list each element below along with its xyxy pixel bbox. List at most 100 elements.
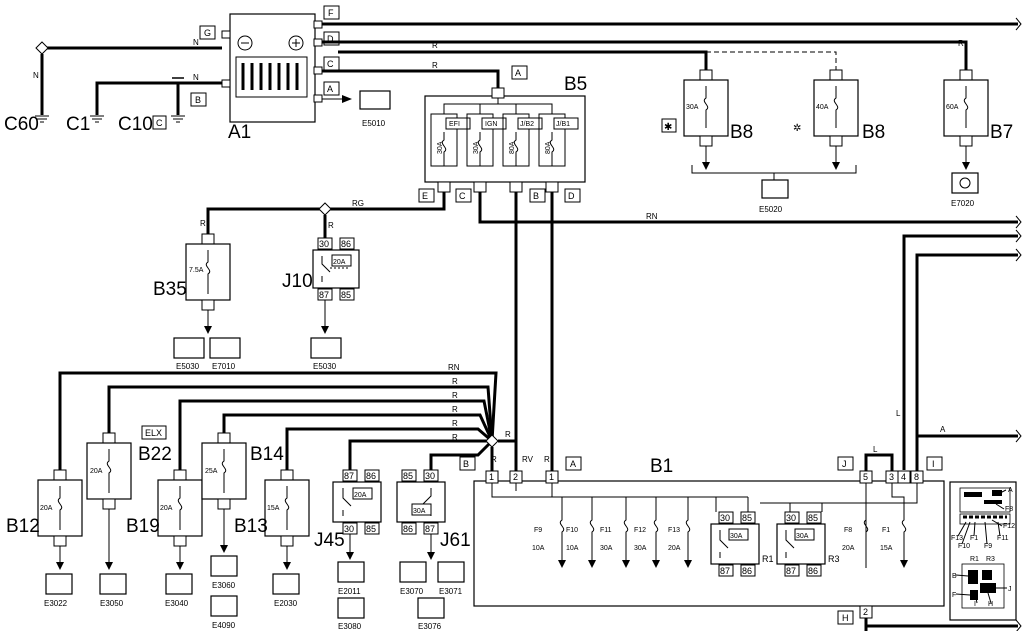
- wire-label-r-b1c: R: [544, 455, 550, 464]
- top-wires: R R R A E5010: [322, 22, 1018, 128]
- fuse-box-locator-inset: A F8 F12 F13 F1 F9 F11 F10 R1 R3 B J F I…: [949, 481, 1017, 621]
- label-b12: B12: [6, 516, 40, 537]
- ground-wiring: N N N C60 C1 C10 C: [4, 38, 222, 135]
- wire-label-rv: RV: [522, 455, 534, 464]
- relay-j45: 87 86 20A 30 85 J45 E2011 E3080: [314, 469, 382, 631]
- f10-rating: 10A: [566, 545, 579, 552]
- fuse-rating-b8-ac: 40A: [816, 104, 829, 111]
- a1-pin-c: C: [327, 59, 334, 69]
- b5-rating-jb1: 80A: [545, 141, 552, 154]
- wire-label-r2: R: [452, 391, 458, 400]
- code-e5030a: E5030: [176, 362, 200, 371]
- svg-text:✲: ✲: [793, 123, 801, 134]
- wire-label-rn-top: RN: [646, 212, 658, 221]
- left-harness-wires: RN R R R R R R: [58, 363, 516, 471]
- loc-f11: F11: [997, 535, 1009, 542]
- b1-fuse-f9: F9 10A: [532, 510, 566, 568]
- loc-b: B: [952, 573, 957, 580]
- label-c1: C1: [66, 114, 90, 135]
- label-c10: C10: [118, 114, 153, 135]
- j10-rating: 20A: [333, 259, 346, 266]
- code-e7010: E7010: [212, 362, 236, 371]
- f11-rating: 30A: [600, 545, 613, 552]
- r1-id: R1: [762, 554, 774, 564]
- wire-label-l2: L: [896, 409, 901, 418]
- fuse-b22: 20A ELX B22 E3050: [86, 425, 172, 608]
- f13-rating: 20A: [668, 545, 681, 552]
- b1-top-pin-1b: 1: [549, 472, 554, 482]
- loc-a: A: [1008, 487, 1013, 494]
- b1-top-pin-4: 4: [901, 472, 906, 482]
- wire-label-r-b35: R: [200, 219, 206, 228]
- b1-pin-a: A: [570, 459, 576, 469]
- code-e7020: E7020: [951, 199, 975, 208]
- wire-label-a: A: [940, 425, 946, 434]
- b5-fuse-jb1: J/B1 80A: [538, 113, 579, 167]
- j10-pin-85: 85: [341, 290, 351, 300]
- r1-pin-87: 87: [720, 566, 730, 576]
- label-b8-fan: B8: [730, 122, 753, 143]
- a1-pin-f: F: [328, 8, 334, 18]
- wire-label-r-b1b: R: [491, 455, 497, 464]
- code-e5020: E5020: [759, 205, 783, 214]
- c10-pin-c: C: [156, 118, 163, 128]
- code-e3060: E3060: [212, 581, 236, 590]
- fuse-b14: 25A B14 E3060 E4090: [201, 432, 284, 630]
- fuse-rating-b35: 7.5A: [189, 267, 204, 274]
- loc-f: F: [952, 592, 956, 599]
- fuse-rating-b14: 25A: [205, 468, 218, 475]
- label-j61: J61: [440, 530, 471, 551]
- a1-pin-g: G: [204, 28, 211, 38]
- code-e4090: E4090: [212, 621, 236, 630]
- b1-fuse-f8: F8 20A: [842, 510, 869, 568]
- r3-pin-85: 85: [808, 513, 818, 523]
- wire-label-rn-left: RN: [448, 363, 460, 372]
- label-b19: B19: [126, 516, 160, 537]
- b1-fuse-f11: F11 30A: [600, 510, 630, 568]
- f11-id: F11: [600, 527, 612, 534]
- b1-relay-r3: 30 85 30A 87 86 R3: [776, 511, 840, 577]
- battery-a1: A1: [228, 13, 316, 143]
- j61-pin-30: 30: [425, 471, 435, 481]
- b1-pin-b: B: [463, 459, 469, 469]
- wire-label-r5: R: [452, 433, 458, 442]
- wire-label-n1: N: [33, 71, 39, 80]
- b1-bottom-pin-2: 2: [863, 607, 868, 617]
- code-e2030: E2030: [274, 599, 298, 608]
- r3-pin-87: 87: [786, 566, 796, 576]
- wire-label-r4: R: [452, 419, 458, 428]
- b1-fuse-f13: F13 20A: [668, 510, 692, 568]
- code-e3080: E3080: [338, 622, 362, 631]
- label-b5: B5: [564, 74, 587, 95]
- code-e3040: E3040: [165, 599, 189, 608]
- b1-top-pin-1a: 1: [489, 472, 494, 482]
- j61-pin-87: 87: [425, 524, 435, 534]
- b5-outgoing-wires: RG R R RN: [200, 192, 1018, 471]
- b5-pin-c: C: [459, 191, 466, 201]
- j61-pin-85: 85: [403, 471, 413, 481]
- wire-label-n3: N: [193, 73, 199, 82]
- r3-pin-30: 30: [786, 513, 796, 523]
- wire-label-n2: N: [193, 38, 199, 47]
- b1-top-pin-5: 5: [863, 472, 868, 482]
- r1-pin-85: 85: [742, 513, 752, 523]
- b1-fuse-f1: F1 15A: [880, 510, 908, 568]
- r1-rating: 30A: [730, 533, 743, 540]
- loc-h: H: [988, 601, 993, 608]
- fuse-rating-b22: 20A: [90, 468, 103, 475]
- code-e5010: E5010: [362, 119, 386, 128]
- loc-j: J: [1008, 586, 1012, 593]
- b5-pin-a: A: [515, 68, 521, 78]
- wire-label-r3: R: [452, 405, 458, 414]
- b1-relay-r1: 30 85 30A 87 86 R1: [710, 511, 774, 577]
- j45-pin-87: 87: [344, 471, 354, 481]
- f1-rating: 15A: [880, 545, 893, 552]
- continuation-marks: [1015, 17, 1022, 631]
- j45-pin-30: 30: [344, 524, 354, 534]
- j10-pin-86: 86: [341, 239, 351, 249]
- f1-id: F1: [882, 527, 890, 534]
- b1-fuse-f12: F12 30A: [634, 510, 660, 568]
- j45-pin-86: 86: [366, 471, 376, 481]
- b5-pin-d: D: [568, 191, 575, 201]
